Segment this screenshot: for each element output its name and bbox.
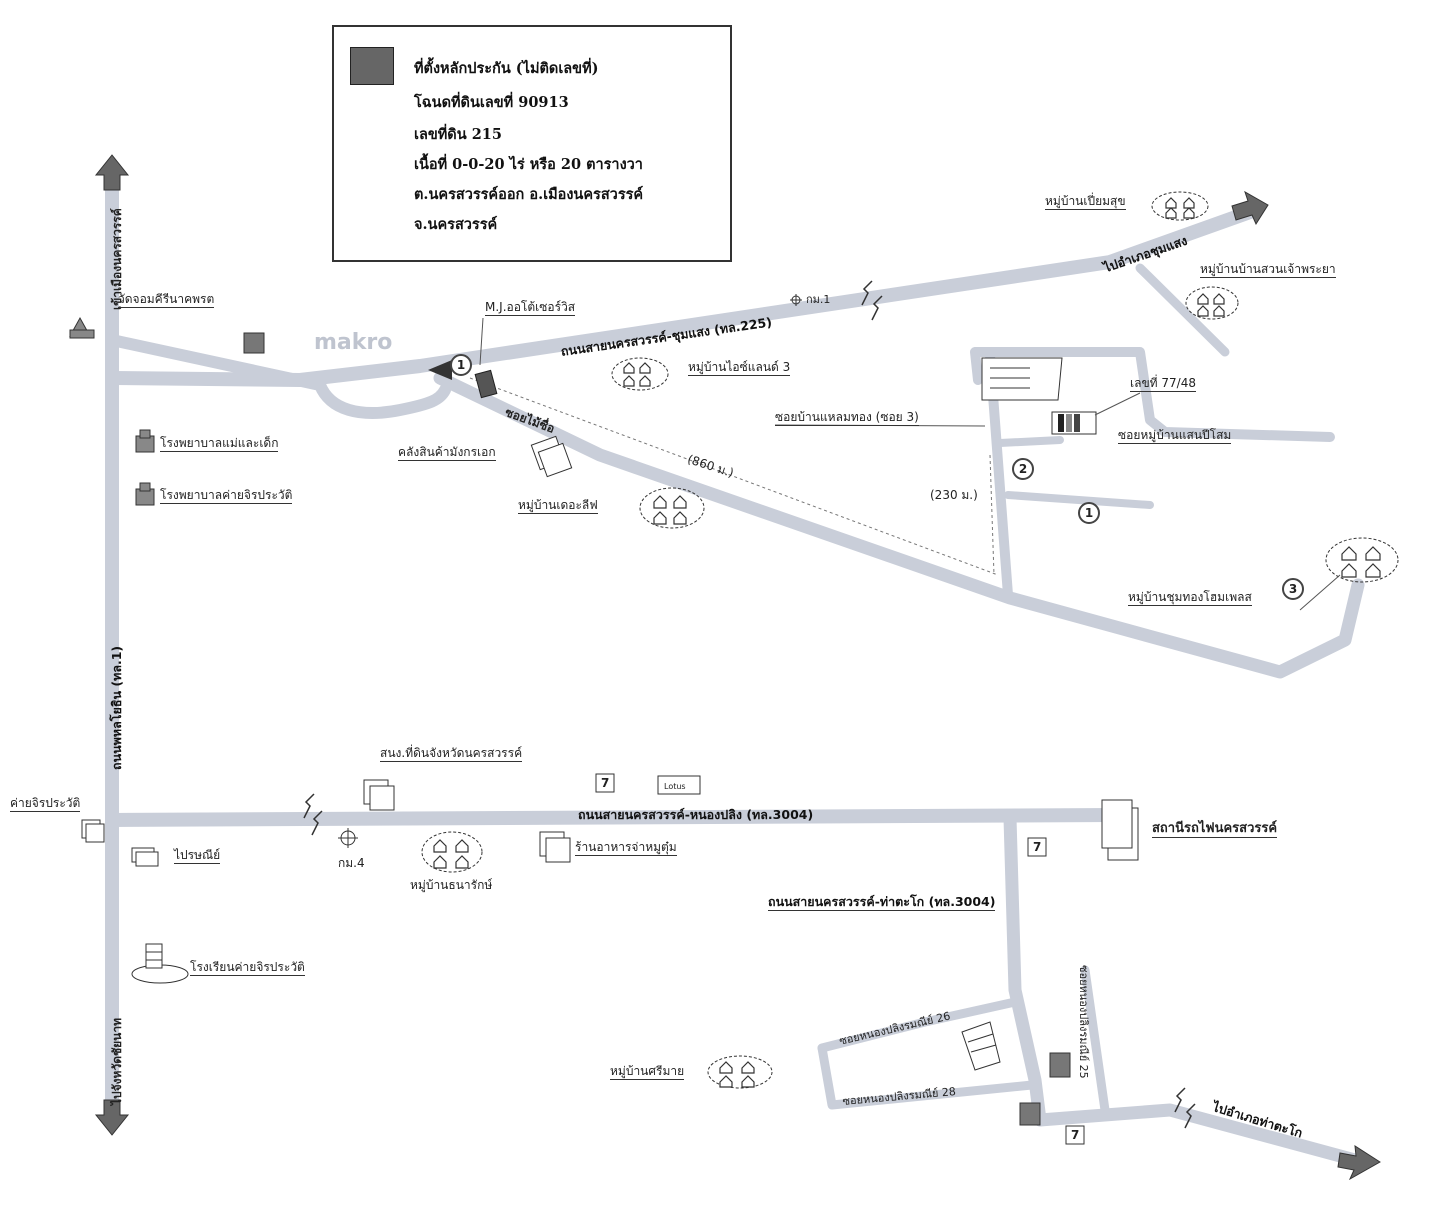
road-soi-right (970, 347, 1335, 442)
label-lotus: Lotus (664, 782, 686, 791)
road-soi-mid (996, 436, 1064, 447)
road-label-soi-25: ซอยหนองปลิงรมณีย์ 25 (1077, 965, 1090, 1079)
road-soi-top (1135, 263, 1230, 357)
label-warehouse: คลังสินค้ามังกรเอก (398, 445, 496, 461)
route-860-line (469, 377, 999, 576)
target-house-row-icon (1051, 411, 1097, 435)
seven-eleven-icon (595, 773, 1085, 1145)
label-house-no: เลขที่ 77/48 (1130, 376, 1196, 392)
legend-line-1: ที่ตั้งหลักประกัน (ไม่ติดเลขที่) (414, 60, 599, 77)
label-hospital-mother: โรงพยาบาลแม่และเด็ก (160, 436, 279, 452)
label-km1: กม.1 (806, 293, 831, 306)
road-label-phahonyothin: ถนนพหลโยธิน (ทล.1) (109, 645, 124, 770)
hospital-icon (135, 429, 155, 506)
legend-line-3: เลขที่ดิน 215 (414, 126, 502, 143)
arrow-down-icon (94, 1099, 130, 1136)
label-seven-1: 7 (601, 776, 610, 790)
legend-line-2: โฉนดที่ดินเลขที่ 90913 (414, 94, 569, 111)
road-network (105, 178, 1365, 1167)
road-soi-26 (817, 997, 1020, 1053)
buildings-block-icon (981, 357, 1063, 401)
label-school: โรงเรียนค่ายจิรประวัติ (190, 960, 305, 976)
label-village-chum-thong: หมู่บ้านชุมทองโฮมเพลส (1128, 590, 1252, 606)
label-dist-230: (230 ม.) (930, 488, 978, 502)
label-makro: makro (314, 330, 393, 355)
arrow-tha-tako-icon (1337, 1145, 1381, 1181)
lotus-icon (657, 775, 701, 795)
label-hospital-camp: โรงพยาบาลค่ายจิรประวัติ (160, 488, 293, 504)
road-diagonal (433, 371, 1365, 679)
label-station: สถานีรถไฟนครสวรรค์ (1152, 821, 1278, 838)
road-nong-pling (105, 808, 1122, 827)
label-land-office: สนง.ที่ดินจังหวัดนครสวรรค์ (380, 746, 523, 762)
road-wat-branch (106, 334, 326, 391)
legend-line-4: เนื้อที่ 0-0-20 ไร่ หรือ 20 ตารางวา (414, 156, 643, 173)
label-village-thana: หมู่บ้านธนารักษ์ (410, 878, 493, 892)
house-icon (433, 197, 1381, 1088)
label-village-chai-land: หมู่บ้านไอซ์แลนด์ 3 (688, 360, 791, 376)
road-label-soi-sap: ซอยหมู่บ้านแสนปีโสม (1118, 428, 1232, 444)
temple-icon (69, 316, 95, 339)
label-mj: M.J.ออโต้เซอร์วิส (485, 300, 576, 316)
marker-2: 2 (1012, 458, 1034, 480)
legend-line-5: ต.นครสวรรค์ออก อ.เมืองนครสวรรค์ (414, 186, 644, 203)
school-icon (131, 943, 189, 984)
arrow-up-icon (94, 154, 130, 191)
label-village-srimai: หมู่บ้านศรีมาย (610, 1064, 685, 1080)
road-label-tha-tako: ถนนสายนครสวรรค์-ท่าตะโก (ทล.3004) (768, 894, 996, 911)
label-village-piam-suk: หมู่บ้านเปี่ยมสุข (1045, 194, 1126, 210)
road-to-tha-tako (1033, 1103, 1362, 1167)
label-village-the-leaf: หมู่บ้านเดอะลีฟ (518, 498, 598, 514)
label-km4: กม.4 (338, 856, 365, 870)
marker-1-soi: 1 (1078, 502, 1100, 524)
buildings-lower-icon (961, 1021, 1001, 1071)
label-seven-3: 7 (1071, 1128, 1080, 1142)
legend-line-6: จ.นครสวรรค์ (414, 216, 498, 233)
station-icon (1101, 799, 1139, 861)
marker-1-main: 1 (450, 354, 472, 376)
collateral-parcel-icon (474, 369, 498, 399)
label-seven-2: 7 (1033, 840, 1042, 854)
arrow-west-icon (428, 360, 452, 380)
road-soi-low (1004, 491, 1154, 509)
label-wat: วัดจอมคีรีนาคพรต (118, 292, 215, 308)
road-break-icon (303, 280, 1196, 1129)
road-soi-28 (817, 1043, 1037, 1110)
gas-station-icon (243, 332, 1071, 1126)
road-label-to-chainat: ไปจังหวัดชัยนาท (110, 1017, 124, 1105)
road-soi-25 (1080, 965, 1110, 1115)
road-label-soi-laem-thong: ซอยบ้านแหลมทอง (ซอย 3) (775, 410, 919, 426)
label-village-suan-chao: หมู่บ้านบ้านสวนเจ้าพระยา (1200, 262, 1336, 278)
building-icon (81, 435, 573, 867)
arrow-chum-saeng-icon (1231, 190, 1269, 226)
legend-box: ที่ตั้งหลักประกัน (ไม่ติดเลขที่) โฉนดที่… (332, 25, 732, 262)
km-marker-icon (338, 294, 802, 848)
marker-3: 3 (1282, 578, 1304, 600)
road-chum-saeng (105, 205, 1257, 387)
route-230-line (989, 454, 995, 576)
road-label-nong-pling: ถนนสายนครสวรรค์-หนองปลิง (ทล.3004) (578, 807, 814, 822)
road-loop (314, 379, 451, 419)
collateral-legend-icon (350, 47, 394, 85)
label-post-office: ไปรษณีย์ (174, 848, 221, 864)
village-icon (421, 191, 1399, 1089)
road-tha-tako (1003, 811, 1047, 1127)
label-camp: ค่ายจิรประวัติ (10, 796, 81, 812)
label-restaurant: ร้านอาหารจ่าหมูตุ๋ม (575, 840, 677, 856)
